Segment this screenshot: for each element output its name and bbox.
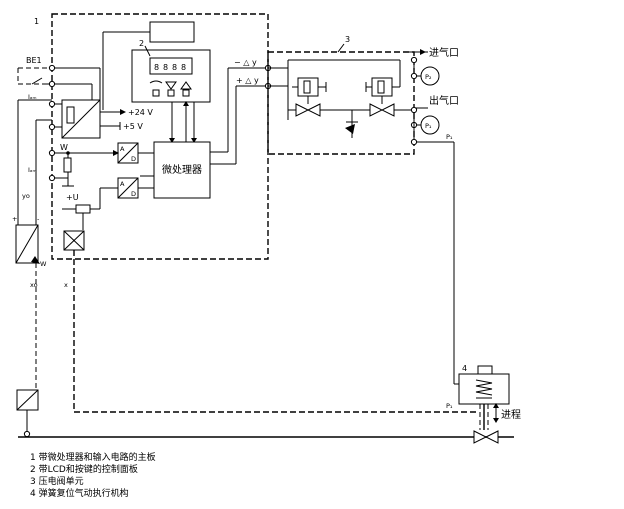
lcd-digit-4: 8 (181, 63, 186, 72)
terminal-outlet (410, 106, 418, 114)
label-iw-top: Iₐₘ (28, 93, 37, 101)
label-plus: + (12, 215, 17, 223)
arrow (183, 101, 189, 106)
exhaust-arrow-icon (345, 124, 355, 134)
label-xo: xo (30, 281, 38, 289)
shunt-resistor (63, 157, 72, 173)
terminal-p2 (410, 72, 418, 80)
label-24v: +24 V (128, 108, 153, 117)
terminal-iw (48, 100, 56, 108)
callout-2: 2 (139, 39, 144, 48)
label-p2: P₂ (425, 73, 432, 81)
terminal-pe (410, 138, 418, 146)
stroke-arrow-up-icon (493, 403, 499, 408)
feedback-sensor-x2 (63, 230, 85, 251)
stroke-arrow-down-icon (493, 418, 499, 423)
callout-2-leader (144, 45, 151, 57)
ip-converter-diagonal (16, 389, 39, 411)
terminal-w (48, 149, 56, 157)
label-x: x (64, 281, 68, 289)
lcd-display (149, 57, 193, 75)
label-w-sensor: W (40, 260, 47, 268)
power-supply-diagonal (61, 99, 101, 139)
label-plus-u: +U (66, 193, 79, 202)
arrow (169, 138, 175, 143)
panel-key-down-icon (165, 81, 177, 97)
label-p1-valve: P₁ (446, 402, 453, 410)
terminal-inlet (410, 56, 418, 64)
be1-switch (31, 77, 43, 85)
panel-key-up-icon (180, 81, 192, 97)
be1-dashed-link (17, 68, 40, 85)
main-board-boundary (51, 13, 269, 260)
callout-3-leader (337, 43, 345, 53)
terminal-iw-b (48, 123, 56, 131)
ad-converter-2-diagonal (117, 177, 139, 199)
reference-pot (75, 204, 91, 214)
control-valve-left (473, 430, 488, 444)
arrow (191, 138, 197, 143)
terminal-be1-a (48, 64, 56, 72)
label-w-wire: W (60, 143, 68, 152)
terminal-iw-mid (48, 174, 56, 182)
actuator-spring (475, 379, 493, 396)
outlet-label: 出气口 (429, 94, 459, 107)
panel-display-top (149, 21, 195, 43)
ad-converter-1-diagonal (117, 142, 139, 164)
label-pe: P₁ (446, 133, 453, 141)
legend-item-1: 1 带微处理器和输入电路的主板 (30, 451, 156, 463)
label-be1: BE1 (26, 56, 42, 65)
ad2-d: D (131, 190, 136, 198)
resistor (66, 106, 75, 124)
label-plus-dy: + △ y (236, 76, 259, 85)
inlet-label: 进气口 (429, 46, 459, 59)
label-minus: - (37, 215, 40, 223)
ad2-a: A (120, 180, 125, 188)
inlet-arrow-icon (420, 49, 426, 55)
lcd-digit-3: 8 (172, 63, 177, 72)
piezo-valve-boundary (267, 51, 415, 155)
arrow (113, 150, 119, 156)
control-valve-right (484, 430, 499, 444)
microprocessor-label: 微处理器 (162, 163, 202, 176)
actuator-housing (458, 373, 510, 405)
label-minus-dy: − △ y (234, 58, 257, 67)
stroke-label: 进程 (501, 409, 521, 421)
lcd-digit-1: 8 (154, 63, 159, 72)
ad1-d: D (131, 155, 136, 163)
piezo-valve-1 (292, 77, 327, 117)
callout-4: 4 (462, 364, 467, 373)
label-yo: yo (22, 192, 30, 200)
terminal-be1-b (48, 80, 56, 88)
label-5v: +5 V (123, 122, 143, 131)
microprocessor-block (153, 141, 211, 199)
position-sensor-wiper (15, 224, 39, 264)
actuator-top-cap (477, 365, 493, 375)
legend-item-2: 2 带LCD和按键的控制面板 (30, 463, 138, 475)
label-p1-gauge: P₁ (425, 122, 432, 130)
label-iw-mid: Iₐₘ (28, 166, 37, 174)
legend-item-4: 4 弹簧复位气动执行机构 (30, 487, 129, 499)
ad1-a: A (120, 145, 125, 153)
arrow (120, 109, 126, 115)
lcd-digit-2: 8 (163, 63, 168, 72)
panel-key-hand-icon (149, 80, 163, 97)
arrow (31, 256, 40, 264)
callout-3: 3 (345, 35, 350, 44)
legend-item-3: 3 压电阀单元 (30, 475, 84, 487)
terminal-bottom (23, 430, 31, 438)
callout-1: 1 (34, 17, 39, 26)
